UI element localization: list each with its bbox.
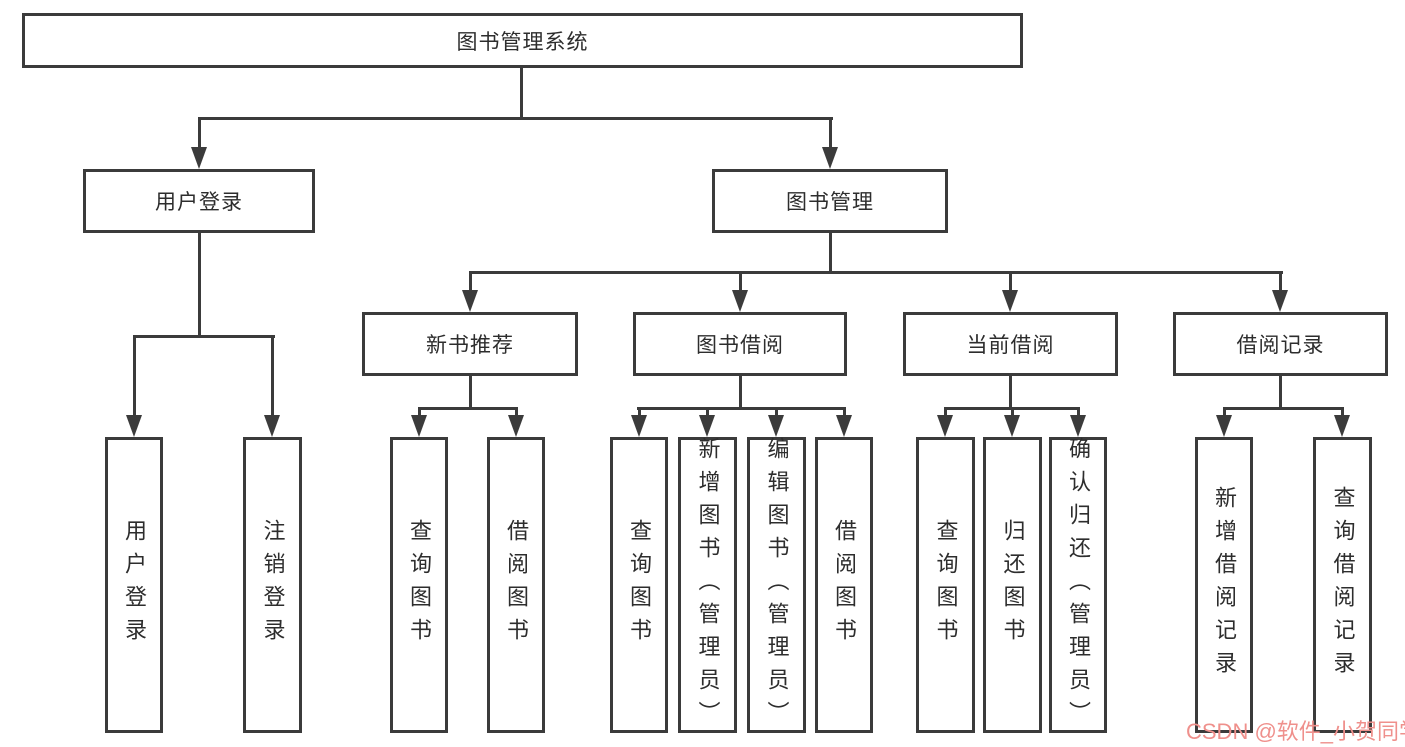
connector	[198, 117, 833, 120]
arrowhead-icon	[699, 415, 715, 437]
leaf-query-books-recommend-label: 查询图书	[407, 519, 432, 651]
node-root: 图书管理系统	[22, 13, 1023, 68]
leaf-confirm-return-admin: 确认归还（管理员）	[1049, 436, 1107, 734]
connector	[469, 271, 472, 292]
arrowhead-icon	[937, 415, 953, 437]
node-new-book-recommend: 新书推荐	[362, 312, 578, 376]
connector	[515, 407, 518, 417]
leaf-query-books-current-label: 查询图书	[933, 519, 959, 651]
connector	[843, 407, 846, 417]
connector	[1223, 407, 1226, 417]
connector	[198, 117, 201, 149]
connector	[520, 68, 523, 119]
connector	[944, 407, 947, 417]
arrowhead-icon	[631, 415, 647, 437]
leaf-add-borrow-record-label: 新增借阅记录	[1212, 486, 1237, 684]
connector	[1341, 407, 1344, 417]
arrowhead-icon	[822, 147, 838, 169]
leaf-borrow-books: 借阅图书	[815, 437, 873, 733]
node-current-borrow: 当前借阅	[903, 312, 1118, 376]
leaf-query-books-borrow-label: 查询图书	[627, 519, 652, 651]
leaf-query-borrow-record-label: 查询借阅记录	[1330, 486, 1356, 684]
arrowhead-icon	[1216, 415, 1232, 437]
csdn-watermark: CSDN @软件_小贺同学	[1186, 719, 1405, 744]
connector	[706, 407, 709, 417]
connector	[469, 376, 472, 408]
leaf-add-borrow-record: 新增借阅记录	[1195, 437, 1253, 733]
arrowhead-icon	[126, 415, 142, 437]
connector	[1009, 376, 1012, 408]
connector	[775, 407, 778, 417]
arrowhead-icon	[1002, 290, 1018, 312]
arrowhead-icon	[462, 290, 478, 312]
leaf-user-login-label: 用户登录	[122, 519, 147, 651]
connector	[638, 407, 641, 417]
connector	[1011, 407, 1014, 417]
node-book-management: 图书管理	[712, 169, 948, 233]
leaf-logout-label: 注销登录	[260, 519, 286, 651]
arrowhead-icon	[836, 415, 852, 437]
leaf-logout: 注销登录	[243, 437, 302, 733]
arrowhead-icon	[732, 290, 748, 312]
arrowhead-icon	[264, 415, 280, 437]
connector	[1279, 271, 1282, 292]
connector	[418, 407, 518, 410]
connector	[418, 407, 421, 417]
arrowhead-icon	[1272, 290, 1288, 312]
connector	[739, 376, 742, 408]
leaf-edit-books-admin-label: 编辑图书（管理员）	[764, 436, 790, 734]
leaf-query-books-borrow: 查询图书	[610, 437, 668, 733]
leaf-add-books-admin-label: 新增图书（管理员）	[695, 436, 721, 734]
leaf-borrow-books-recommend-label: 借阅图书	[504, 519, 529, 651]
connector	[1279, 376, 1282, 408]
leaf-edit-books-admin: 编辑图书（管理员）	[747, 436, 806, 734]
connector	[1223, 407, 1344, 410]
arrowhead-icon	[1004, 415, 1020, 437]
leaf-query-borrow-record: 查询借阅记录	[1313, 437, 1372, 733]
connector	[637, 407, 846, 410]
connector	[829, 233, 832, 273]
connector	[829, 117, 832, 149]
leaf-add-books-admin: 新增图书（管理员）	[678, 436, 737, 734]
connector	[271, 335, 274, 417]
leaf-query-books-recommend: 查询图书	[390, 437, 448, 733]
leaf-query-books-current: 查询图书	[916, 437, 975, 733]
connector	[739, 271, 742, 292]
leaf-borrow-books-label: 借阅图书	[832, 519, 857, 651]
connector	[198, 233, 201, 337]
leaf-return-books: 归还图书	[983, 437, 1042, 733]
connector	[133, 335, 275, 338]
connector	[1077, 407, 1080, 417]
connector	[469, 271, 1283, 274]
connector	[133, 335, 136, 417]
leaf-borrow-books-recommend: 借阅图书	[487, 437, 545, 733]
arrowhead-icon	[1334, 415, 1350, 437]
node-user-login: 用户登录	[83, 169, 315, 233]
leaf-user-login: 用户登录	[105, 437, 163, 733]
arrowhead-icon	[1070, 415, 1086, 437]
arrowhead-icon	[508, 415, 524, 437]
leaf-confirm-return-admin-label: 确认归还（管理员）	[1066, 436, 1091, 734]
arrowhead-icon	[768, 415, 784, 437]
leaf-return-books-label: 归还图书	[1000, 519, 1026, 651]
arrowhead-icon	[191, 147, 207, 169]
connector	[1009, 271, 1012, 292]
node-book-borrow: 图书借阅	[633, 312, 847, 376]
arrowhead-icon	[411, 415, 427, 437]
node-borrow-records: 借阅记录	[1173, 312, 1388, 376]
